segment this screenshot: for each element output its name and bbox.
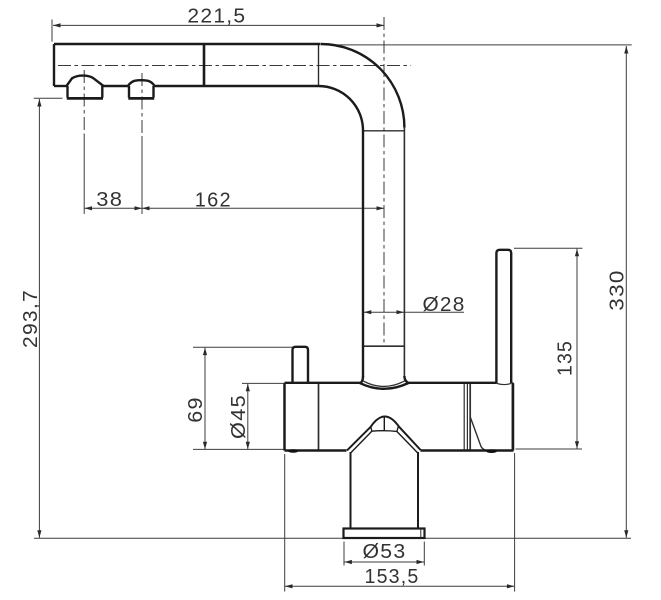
svg-text:153,5: 153,5: [365, 566, 420, 588]
svg-text:Ø45: Ø45: [228, 394, 250, 439]
svg-text:135: 135: [555, 340, 577, 376]
svg-text:221,5: 221,5: [187, 6, 246, 28]
svg-text:Ø53: Ø53: [363, 541, 407, 563]
svg-text:162: 162: [195, 190, 232, 212]
svg-text:Ø28: Ø28: [423, 294, 466, 316]
svg-text:38: 38: [96, 189, 123, 211]
svg-text:293,7: 293,7: [20, 289, 42, 348]
svg-text:69: 69: [185, 396, 207, 423]
svg-text:330: 330: [607, 269, 629, 311]
